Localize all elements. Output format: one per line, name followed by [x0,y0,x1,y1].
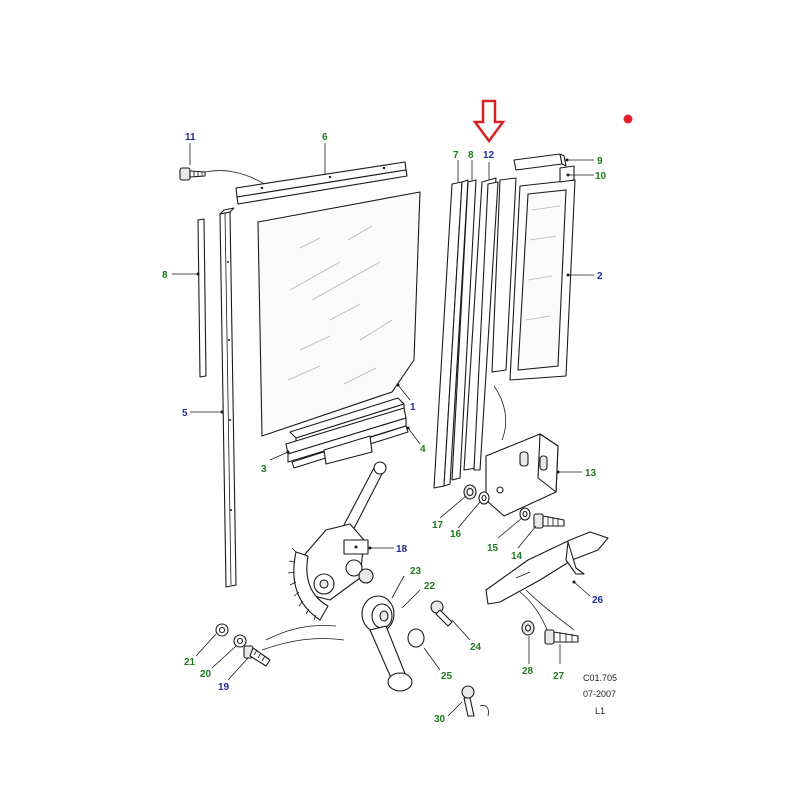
part-label-13: 13 [585,468,597,479]
seal-8-left-drawing [197,218,207,378]
reference-sheet: L1 [595,706,605,716]
bracket-13-drawing [485,433,559,517]
run-channel-7-drawing [433,179,469,489]
part-label-12: 12 [483,150,495,161]
part-label-20: 20 [200,669,212,680]
seal-9-drawing [513,153,567,171]
cable-line-3 [261,638,345,651]
screw-24-drawing [430,600,453,627]
door-glass-1-drawing [257,191,421,437]
washer-15-drawing [519,507,531,521]
part-label-26: 26 [592,595,604,606]
part-label-3: 3 [261,464,267,475]
screw-11-drawing [179,167,269,187]
reference-code: C01.705 [583,673,617,683]
leader-lines [172,143,594,717]
part-label-27: 27 [553,671,565,682]
cable-line [493,385,507,441]
part-label-6: 6 [322,132,328,143]
part-label-24: 24 [470,642,482,653]
part-label-4: 4 [420,444,426,455]
part-label-22: 22 [424,581,436,592]
nut-17-drawing [463,484,477,500]
part-label-2: 2 [597,271,603,282]
part-label-14: 14 [511,551,523,562]
screw-30-drawing [461,685,489,717]
part-labels: 11 6 7 8 12 9 10 8 2 5 1 4 3 13 17 16 15… [162,132,607,725]
bolt-19-drawing [243,645,271,667]
part-label-19: 19 [218,682,230,693]
part-label-30: 30 [434,714,446,725]
part-label-8-top: 8 [468,150,474,161]
washer-16-drawing [478,491,490,505]
red-marker-dot [623,114,633,124]
bolt-27-drawing [544,629,579,645]
part-label-17: 17 [432,520,444,531]
part-label-21: 21 [184,657,196,668]
part-label-15: 15 [487,543,499,554]
part-label-16: 16 [450,529,462,540]
red-down-arrow [472,99,506,144]
seal-8-right-drawing [451,179,477,481]
part-label-9: 9 [597,156,603,167]
quarter-light-2-drawing [491,177,576,381]
part-label-25: 25 [441,671,453,682]
part-label-5: 5 [182,408,188,419]
run-channel-12-drawing [463,177,499,471]
part-label-7: 7 [453,150,459,161]
reference-date: 07-2007 [583,689,616,699]
washer-20-drawing [233,634,247,648]
part-label-8-left: 8 [162,270,168,281]
part-label-23: 23 [410,566,422,577]
reference-block: C01.705 07-2007 L1 [583,673,617,716]
part-label-11: 11 [185,132,196,143]
washer-21-drawing [215,623,229,637]
part-label-1: 1 [410,402,416,413]
top-rail-6-drawing [235,161,408,205]
cap-25-drawing [407,628,425,648]
channel-5-drawing [219,207,237,588]
part-label-28: 28 [522,666,534,677]
nut-28-drawing [521,620,535,636]
winder-22-drawing [361,595,413,692]
part-label-10: 10 [595,171,607,182]
regulator-18-drawing [287,461,387,621]
bolt-14-drawing [533,513,565,529]
glass-channel-drawing [285,397,409,469]
part-label-18: 18 [396,544,408,555]
handle-26-drawing [485,531,609,633]
cable-line-2 [265,625,337,641]
